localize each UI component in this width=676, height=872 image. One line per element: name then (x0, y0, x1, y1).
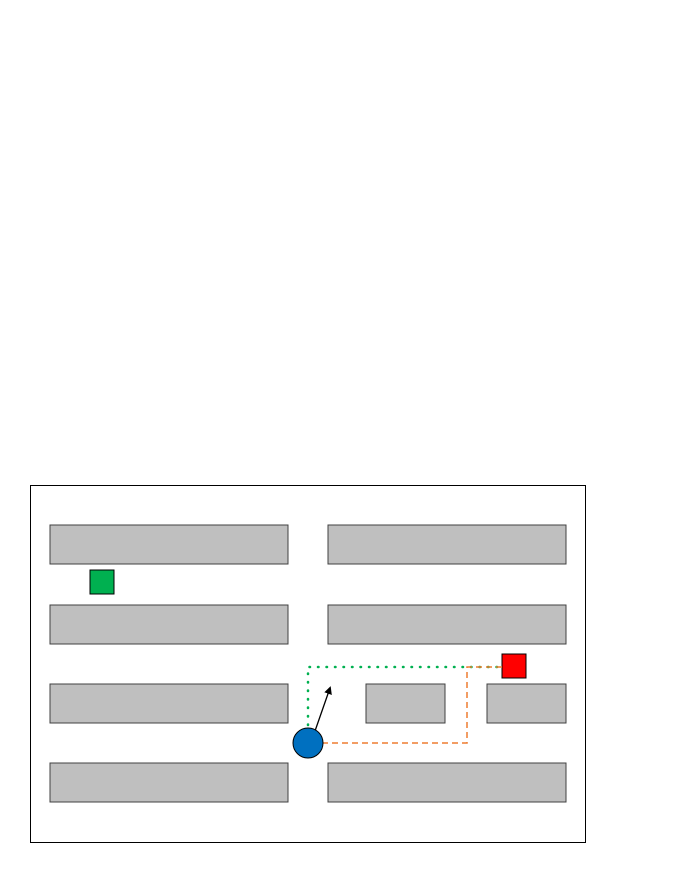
shelf-row3-right (486, 683, 567, 724)
shelf-row3-mid (365, 683, 446, 724)
agent-robot-blue-circle (292, 727, 324, 759)
shelf-row4-left (49, 762, 289, 803)
obstacle-group (49, 524, 567, 803)
shelf-row1-left (49, 524, 289, 565)
shelf-row1-right (327, 524, 567, 565)
goal-marker-red-square (501, 653, 527, 679)
start-marker-green-square (89, 569, 115, 595)
shelf-row2-left (49, 604, 289, 645)
shelf-row2-right (327, 604, 567, 645)
heading-arrow (314, 686, 332, 732)
shelf-row3-left (49, 683, 289, 724)
green-dotted-path (306, 665, 504, 727)
shelf-row4-right (327, 762, 567, 803)
orange-dashed-path (322, 666, 502, 744)
